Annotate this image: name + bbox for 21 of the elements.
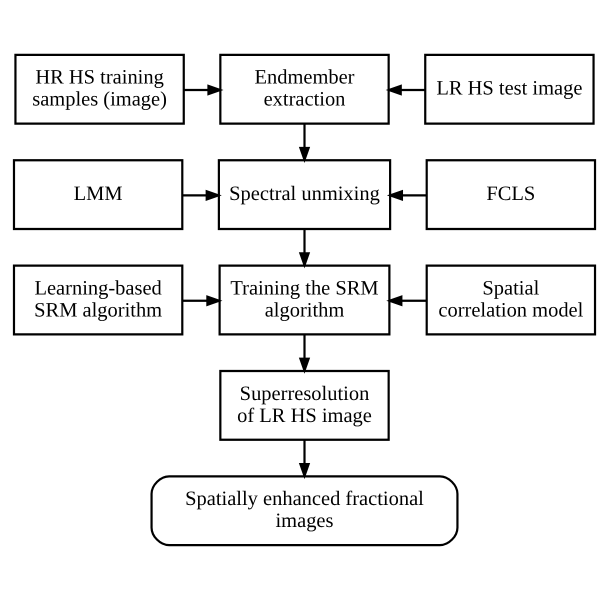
node-box: FCLS — [426, 158, 596, 230]
node-box: LMM — [12, 158, 184, 230]
arrow — [298, 439, 310, 479]
node-box: Spectral unmixing — [218, 158, 392, 230]
arrow — [298, 334, 310, 374]
arrow — [386, 294, 427, 306]
node-box: LR HS test image — [424, 53, 595, 124]
arrow — [182, 294, 222, 306]
arrow — [298, 123, 310, 163]
node-box: Spatially enhanced fractional images — [150, 474, 459, 546]
arrow — [182, 189, 222, 200]
node-box: Endmember extraction — [219, 53, 390, 124]
arrow — [184, 84, 224, 96]
node-box: Spatial correlation model — [426, 264, 596, 335]
node-box: HR HS training samples (image) — [14, 53, 185, 124]
arrow — [386, 189, 426, 200]
arrow — [386, 84, 426, 96]
node-box: Superresolution of LR HS image — [219, 369, 390, 440]
arrow — [298, 228, 310, 268]
node-box: Training the SRM algorithm — [218, 264, 390, 335]
node-box: Learning-based SRM algorithm — [12, 264, 184, 335]
